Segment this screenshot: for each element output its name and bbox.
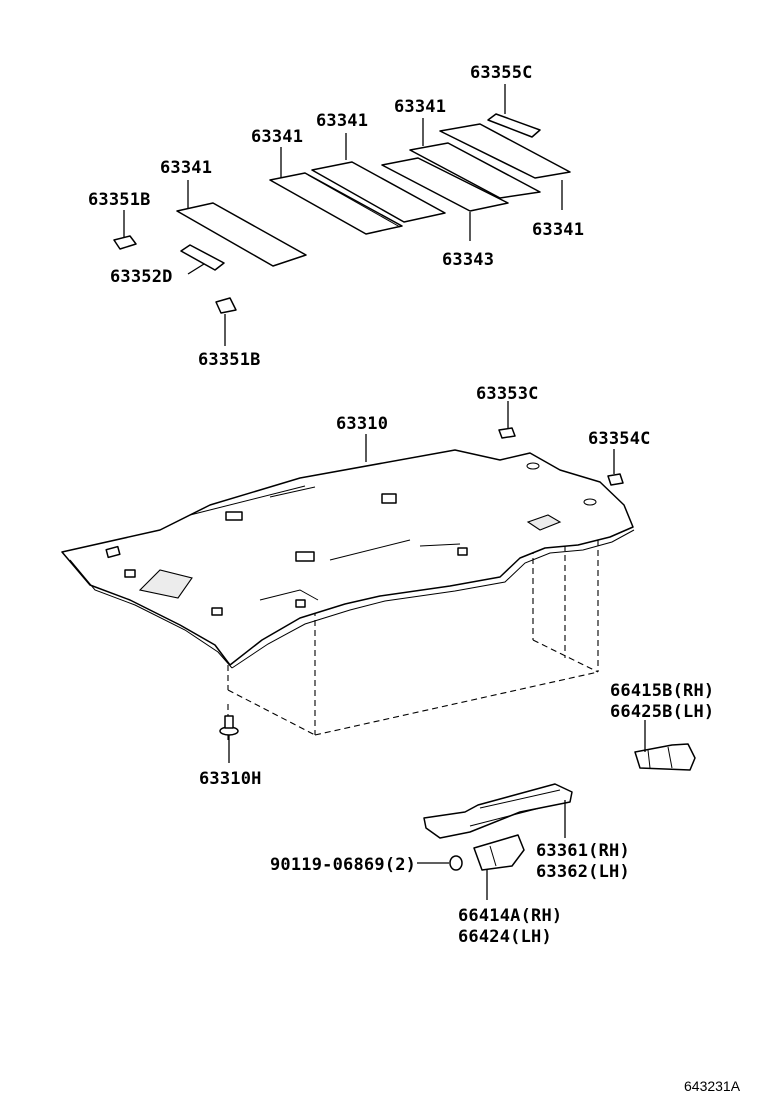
label-63310: 63310 xyxy=(336,414,388,434)
pad-63341-top-right xyxy=(439,123,571,179)
clip-mark xyxy=(526,514,562,531)
pad-63341-mid-right xyxy=(409,142,541,199)
label-63361-rh: 63361(RH) xyxy=(536,841,630,861)
label-63351B-bottom: 63351B xyxy=(198,350,261,370)
clip-mark xyxy=(211,607,223,616)
headliner-opening xyxy=(138,569,193,599)
pad-63341-center-a xyxy=(311,161,446,223)
pad-63341-left xyxy=(176,202,307,267)
clip-mark xyxy=(295,551,315,562)
label-63352D: 63352D xyxy=(110,267,173,287)
reference-code: 643231A xyxy=(684,1078,741,1094)
label-63341-c: 63341 xyxy=(251,127,303,147)
pad-63353C xyxy=(498,427,516,439)
pad-63341-center-b xyxy=(269,172,403,235)
label-63362-lh: 63362(LH) xyxy=(536,862,630,882)
pad-63351B-top xyxy=(113,235,137,250)
assist-grip-63361 xyxy=(423,783,573,839)
headliner-body xyxy=(61,449,634,666)
clip-mark xyxy=(295,599,306,608)
label-63341-e: 63341 xyxy=(532,220,584,240)
label-63343: 63343 xyxy=(442,250,494,270)
label-63310H: 63310H xyxy=(199,769,262,789)
label-63351B-top: 63351B xyxy=(88,190,151,210)
screw-90119 xyxy=(417,855,463,871)
headliner-63310 xyxy=(61,449,635,740)
label-90119-06869: 90119-06869(2) xyxy=(270,855,416,875)
label-63341-a: 63341 xyxy=(394,97,446,117)
pad-group xyxy=(113,113,571,314)
bracket-66415B xyxy=(634,720,696,771)
clip-mark xyxy=(105,545,121,559)
pad-63351B-bottom xyxy=(215,297,237,314)
label-63341-b: 63341 xyxy=(316,111,368,131)
label-63341-d: 63341 xyxy=(160,158,212,178)
label-66414A-rh: 66414A(RH) xyxy=(458,906,562,926)
upper-leaders xyxy=(123,84,563,346)
pad-63354C xyxy=(607,473,624,486)
clip-mark xyxy=(381,493,397,504)
clip-63310H xyxy=(219,715,239,763)
label-66415B-rh: 66415B(RH) xyxy=(610,681,714,701)
clip-mark xyxy=(457,547,468,556)
pad-63343 xyxy=(381,157,509,212)
label-66425B-lh: 66425B(LH) xyxy=(610,702,714,722)
label-63355C: 63355C xyxy=(470,63,533,83)
clip-mark xyxy=(124,569,136,578)
pad-63352D xyxy=(180,244,225,271)
label-63353C: 63353C xyxy=(476,384,539,404)
label-66424-lh: 66424(LH) xyxy=(458,927,552,947)
pad-63355C xyxy=(487,113,541,138)
label-63354C: 63354C xyxy=(588,429,651,449)
clip-66414A xyxy=(473,834,525,900)
